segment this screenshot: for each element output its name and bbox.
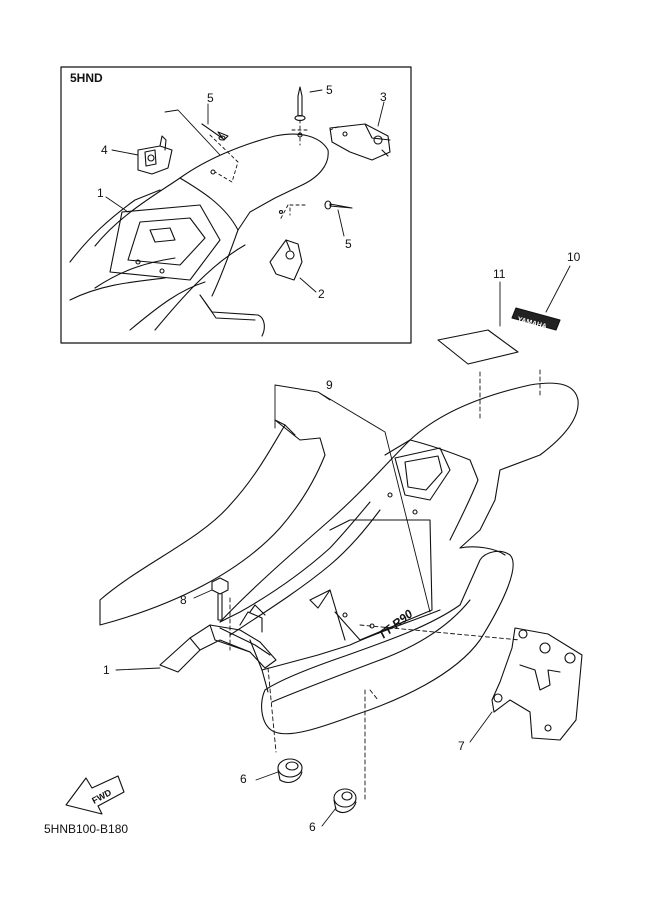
callout-1-main: 1 — [103, 663, 110, 677]
callout-3: 3 — [380, 90, 387, 104]
inset-model-label: 5HND — [70, 71, 103, 85]
callout-5-right: 5 — [326, 83, 333, 97]
callout-2: 2 — [318, 287, 325, 301]
diagram-code-label: 5HNB100-B180 — [44, 822, 129, 836]
seat-part-9 — [99, 419, 326, 626]
side-cover — [261, 546, 514, 735]
inset-bracket-part-3 — [329, 123, 391, 161]
callout-4: 4 — [101, 143, 108, 157]
callout-5-top: 5 — [207, 91, 214, 105]
bracket-plate-part-7 — [491, 627, 583, 741]
fwd-arrow — [65, 775, 125, 815]
seat-leader-lines — [274, 384, 431, 613]
inset-bracket-part-2 — [269, 239, 303, 281]
lower-fender-part-1 — [159, 604, 277, 673]
inset-rear-fender — [69, 132, 329, 337]
grommet-left-part-6 — [277, 758, 303, 783]
inset-rivets — [201, 86, 353, 210]
rear-fender — [219, 382, 579, 693]
callout-8: 8 — [180, 593, 187, 607]
callout-10: 10 — [567, 250, 581, 264]
callout-6-bottom: 6 — [309, 820, 316, 834]
bolt-part-8 — [211, 577, 229, 621]
main-leader-lines — [115, 265, 571, 827]
inset-dashed-guides — [209, 119, 341, 221]
callout-6-left: 6 — [240, 772, 247, 786]
callout-1-inset: 1 — [97, 186, 104, 200]
inset-bracket-part-4 — [137, 135, 173, 175]
callout-7: 7 — [458, 739, 465, 753]
emblem-part-10 — [511, 307, 561, 331]
inset-leader-lines — [105, 89, 385, 293]
callout-11: 11 — [493, 267, 506, 281]
dashed-guides — [229, 369, 541, 801]
fwd-text: FWD — [90, 787, 113, 806]
callout-5-side: 5 — [345, 237, 352, 251]
callout-9: 9 — [326, 378, 333, 392]
grommet-bottom-part-6 — [333, 788, 357, 813]
decal-part-11 — [437, 329, 519, 365]
inset-frame — [60, 66, 412, 344]
